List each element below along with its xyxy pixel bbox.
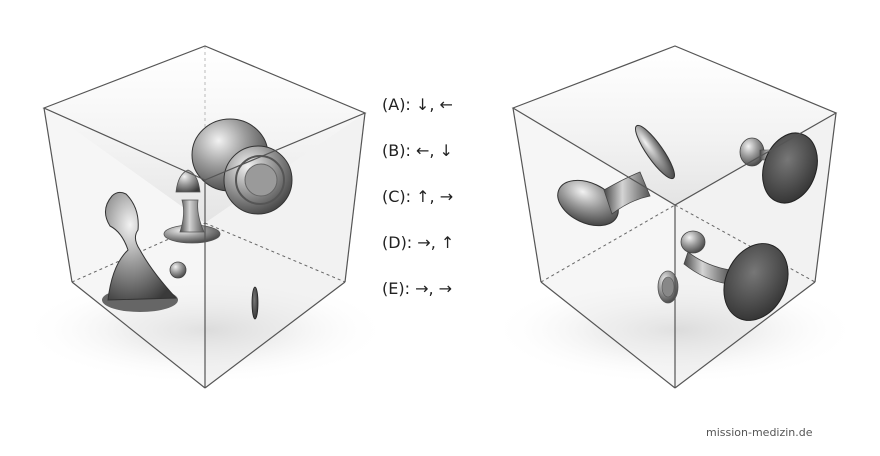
- option-e[interactable]: (E): →, →: [382, 279, 453, 298]
- right-disc-top: [739, 132, 818, 204]
- option-b[interactable]: (B): ←, ↓: [382, 141, 453, 160]
- option-c[interactable]: (C): ↑, →: [382, 187, 454, 206]
- left-chess-piece: [102, 191, 187, 312]
- answer-options: (A): ↓, ← (B): ←, ↓ (C): ↑, → (D): →, ↑ …: [382, 92, 502, 322]
- source-credit: mission-medizin.de: [706, 426, 813, 439]
- left-cube: [20, 45, 390, 389]
- left-knob: [191, 118, 293, 215]
- right-disc-bottom: [680, 230, 789, 321]
- right-knob-tilted: [557, 124, 675, 227]
- right-small-disc: [657, 270, 679, 304]
- option-d[interactable]: (D): →, ↑: [382, 233, 455, 252]
- left-small-disc: [251, 286, 259, 320]
- left-pawn: [163, 169, 221, 244]
- right-cube: [490, 45, 860, 389]
- option-a[interactable]: (A): ↓, ←: [382, 95, 453, 114]
